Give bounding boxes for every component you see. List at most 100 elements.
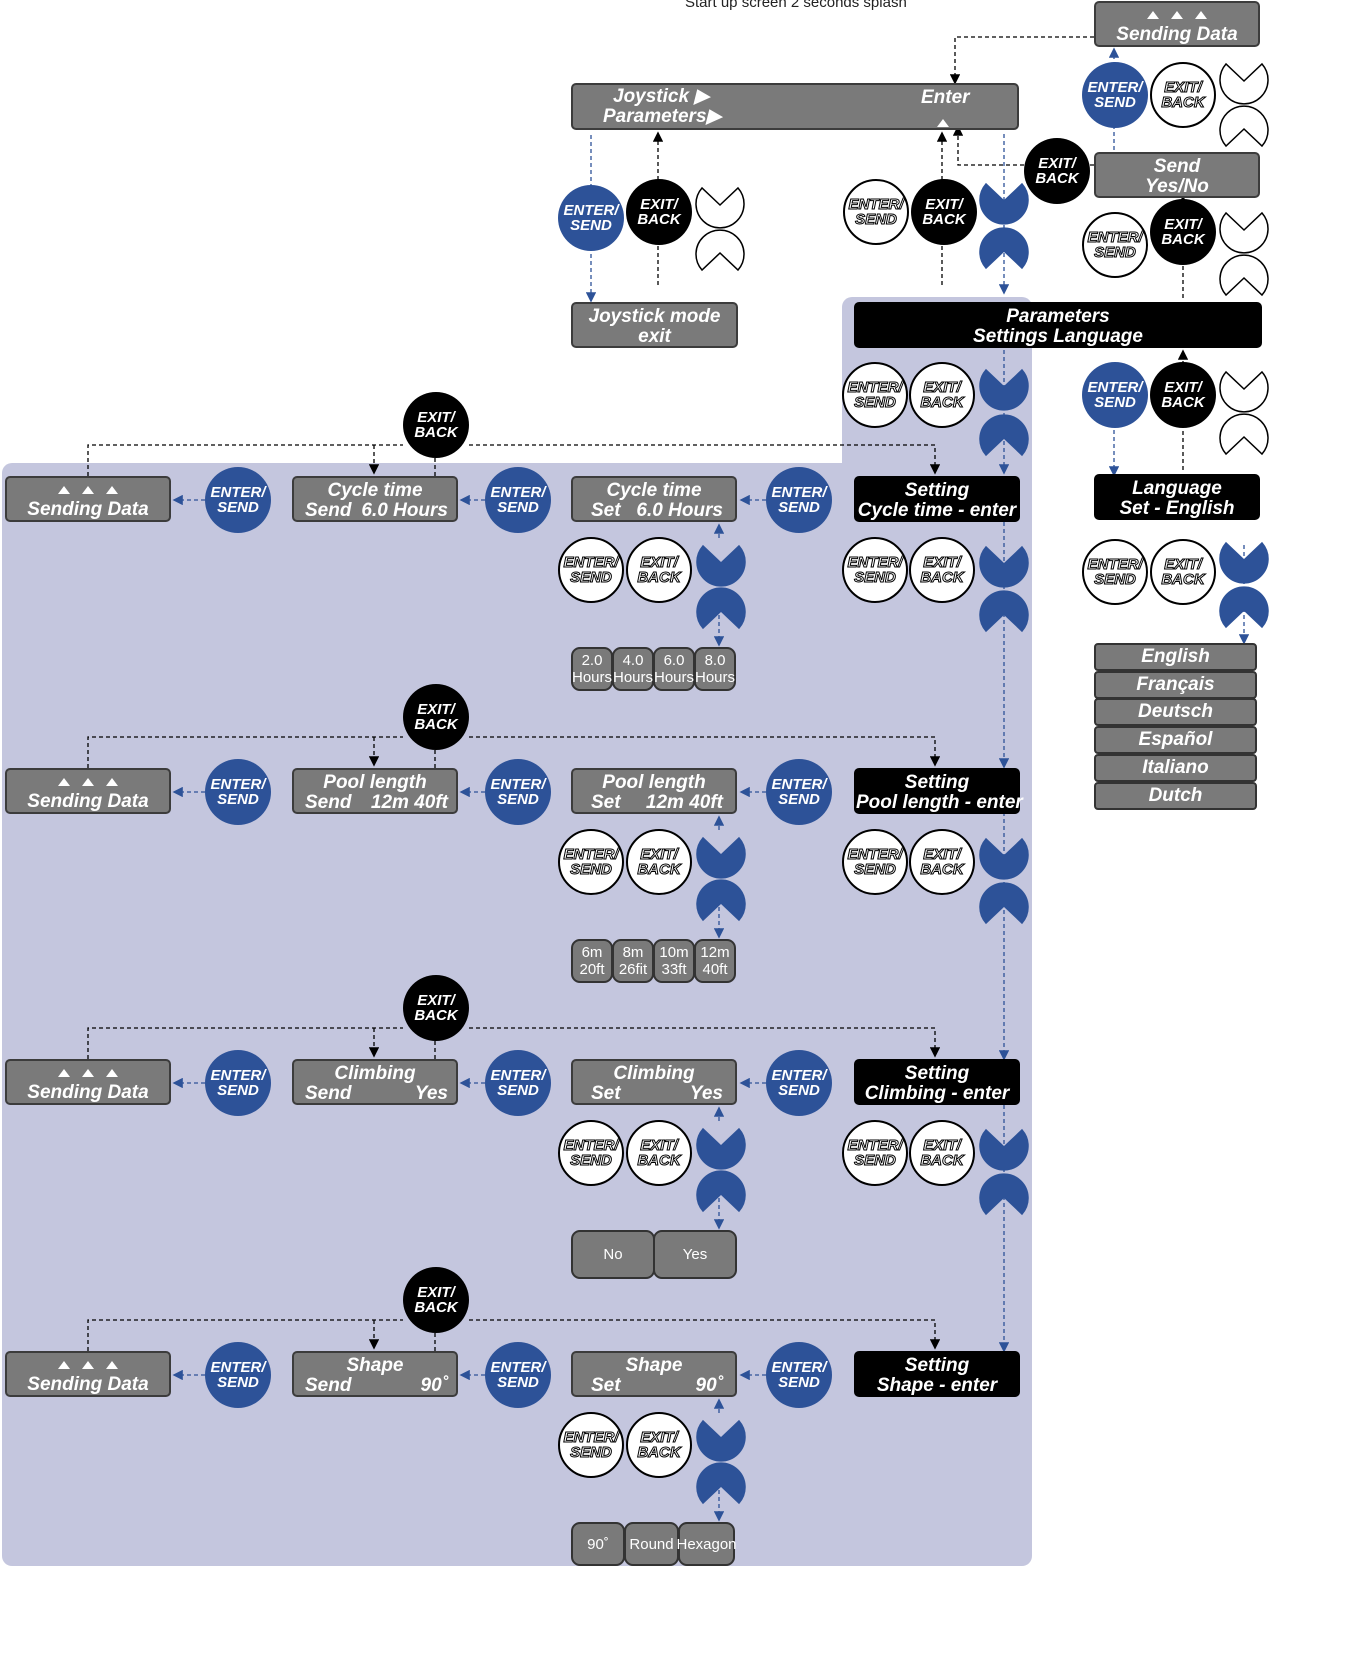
enter-send-button[interactable]: ENTER/SEND bbox=[842, 537, 908, 603]
exit-back-button[interactable]: EXIT/BACK bbox=[1150, 539, 1216, 605]
enter-send-button[interactable]: ENTER/SEND bbox=[205, 759, 271, 825]
language-option[interactable]: Deutsch bbox=[1094, 698, 1257, 726]
enter-send-button[interactable]: ENTER/SEND bbox=[766, 467, 832, 533]
up-scroll-button[interactable] bbox=[695, 180, 745, 230]
up-scroll-button[interactable] bbox=[1219, 535, 1269, 585]
exit-back-button[interactable]: EXIT/BACK bbox=[403, 975, 469, 1041]
down-scroll-button[interactable] bbox=[1219, 253, 1269, 303]
down-scroll-button[interactable] bbox=[696, 586, 746, 636]
down-scroll-button[interactable] bbox=[1219, 585, 1269, 635]
enter-send-button[interactable]: ENTER/SEND bbox=[485, 1342, 551, 1408]
value-option-text: Hours bbox=[613, 669, 654, 686]
up-scroll-button[interactable] bbox=[979, 539, 1029, 589]
down-scroll-button[interactable] bbox=[979, 1172, 1029, 1222]
button-label-line2: SEND bbox=[570, 569, 613, 586]
language-option[interactable]: Español bbox=[1094, 726, 1257, 754]
enter-send-button[interactable]: ENTER/SEND bbox=[485, 759, 551, 825]
set-screen-title: Cycle time bbox=[606, 480, 702, 501]
enter-send-button[interactable]: ENTER/SEND bbox=[842, 362, 908, 428]
down-scroll-button[interactable] bbox=[1219, 104, 1269, 154]
down-scroll-button[interactable] bbox=[979, 413, 1029, 463]
enter-send-button[interactable]: ENTER/SEND bbox=[558, 829, 624, 895]
enter-send-button[interactable]: ENTER/SEND bbox=[1082, 539, 1148, 605]
enter-send-button[interactable]: ENTER/SEND bbox=[558, 537, 624, 603]
exit-back-button[interactable]: EXIT/BACK bbox=[1024, 138, 1090, 204]
enter-send-button[interactable]: ENTER/SEND bbox=[842, 1120, 908, 1186]
value-option[interactable]: Hexagon bbox=[676, 1522, 737, 1566]
enter-send-button[interactable]: ENTER/SEND bbox=[1082, 212, 1148, 278]
exit-back-button[interactable]: EXIT/BACK bbox=[403, 1267, 469, 1333]
exit-back-button[interactable]: EXIT/BACK bbox=[403, 684, 469, 750]
button-label-line1: EXIT/ bbox=[417, 409, 455, 426]
down-scroll-button[interactable] bbox=[979, 226, 1029, 276]
down-scroll-button[interactable] bbox=[979, 589, 1029, 639]
value-option[interactable]: No bbox=[571, 1230, 655, 1279]
enter-send-button[interactable]: ENTER/SEND bbox=[485, 467, 551, 533]
enter-send-button[interactable]: ENTER/SEND bbox=[485, 1050, 551, 1116]
value-option[interactable]: Yes bbox=[653, 1230, 737, 1279]
enter-send-button[interactable]: ENTER/SEND bbox=[205, 467, 271, 533]
enter-send-button[interactable]: ENTER/SEND bbox=[558, 1412, 624, 1478]
button-label-line2: SEND bbox=[497, 791, 539, 808]
up-scroll-button[interactable] bbox=[1219, 364, 1269, 414]
enter-send-button[interactable]: ENTER/SEND bbox=[843, 179, 909, 245]
exit-back-button[interactable]: EXIT/BACK bbox=[626, 829, 692, 895]
up-scroll-button[interactable] bbox=[696, 1413, 746, 1463]
language-option[interactable]: Italiano bbox=[1094, 754, 1257, 782]
enter-send-button[interactable]: ENTER/SEND bbox=[205, 1050, 271, 1116]
enter-send-button[interactable]: ENTER/SEND bbox=[766, 1050, 832, 1116]
up-scroll-button[interactable] bbox=[979, 1122, 1029, 1172]
down-scroll-button[interactable] bbox=[696, 1169, 746, 1219]
enter-send-button[interactable]: ENTER/SEND bbox=[205, 1342, 271, 1408]
value-option[interactable]: 90˚ bbox=[571, 1522, 625, 1566]
enter-send-button[interactable]: ENTER/SEND bbox=[558, 1120, 624, 1186]
exit-back-button[interactable]: EXIT/BACK bbox=[911, 179, 977, 245]
exit-back-button[interactable]: EXIT/BACK bbox=[1150, 362, 1216, 428]
exit-back-button[interactable]: EXIT/BACK bbox=[626, 1120, 692, 1186]
up-scroll-button[interactable] bbox=[1219, 205, 1269, 255]
enter-send-button[interactable]: ENTER/SEND bbox=[1082, 362, 1148, 428]
down-scroll-button[interactable] bbox=[696, 878, 746, 928]
value-option[interactable]: Round bbox=[624, 1522, 679, 1566]
enter-send-button[interactable]: ENTER/SEND bbox=[766, 1342, 832, 1408]
language-option[interactable]: Français bbox=[1094, 671, 1257, 699]
up-scroll-button[interactable] bbox=[979, 176, 1029, 226]
exit-back-button[interactable]: EXIT/BACK bbox=[626, 1412, 692, 1478]
exit-back-button[interactable]: EXIT/BACK bbox=[909, 829, 975, 895]
down-scroll-button[interactable] bbox=[979, 881, 1029, 931]
up-scroll-button[interactable] bbox=[696, 1121, 746, 1171]
enter-send-button[interactable]: ENTER/SEND bbox=[558, 185, 624, 251]
sending-data-screen: Sending Data bbox=[5, 1059, 171, 1105]
down-scroll-button[interactable] bbox=[696, 1461, 746, 1511]
exit-back-button[interactable]: EXIT/BACK bbox=[626, 537, 692, 603]
language-option[interactable]: English bbox=[1094, 643, 1257, 671]
language-option[interactable]: Dutch bbox=[1094, 782, 1257, 810]
down-scroll-button[interactable] bbox=[695, 228, 745, 278]
enter-send-button[interactable]: ENTER/SEND bbox=[766, 759, 832, 825]
exit-back-button[interactable]: EXIT/BACK bbox=[1150, 62, 1216, 128]
exit-back-button[interactable]: EXIT/BACK bbox=[909, 1120, 975, 1186]
exit-back-button[interactable]: EXIT/BACK bbox=[403, 392, 469, 458]
up-scroll-button[interactable] bbox=[979, 362, 1029, 412]
enter-send-button[interactable]: ENTER/SEND bbox=[1082, 62, 1148, 128]
up-scroll-button[interactable] bbox=[1219, 56, 1269, 106]
exit-back-button[interactable]: EXIT/BACK bbox=[1150, 199, 1216, 265]
up-scroll-button[interactable] bbox=[696, 538, 746, 588]
down-scroll-button[interactable] bbox=[1219, 412, 1269, 462]
up-scroll-button[interactable] bbox=[979, 831, 1029, 881]
exit-back-button[interactable]: EXIT/BACK bbox=[626, 179, 692, 245]
exit-back-button[interactable]: EXIT/BACK bbox=[909, 537, 975, 603]
progress-arrows-icon bbox=[7, 776, 169, 786]
enter-send-button[interactable]: ENTER/SEND bbox=[842, 829, 908, 895]
up-scroll-button[interactable] bbox=[696, 830, 746, 880]
exit-back-button[interactable]: EXIT/BACK bbox=[909, 362, 975, 428]
